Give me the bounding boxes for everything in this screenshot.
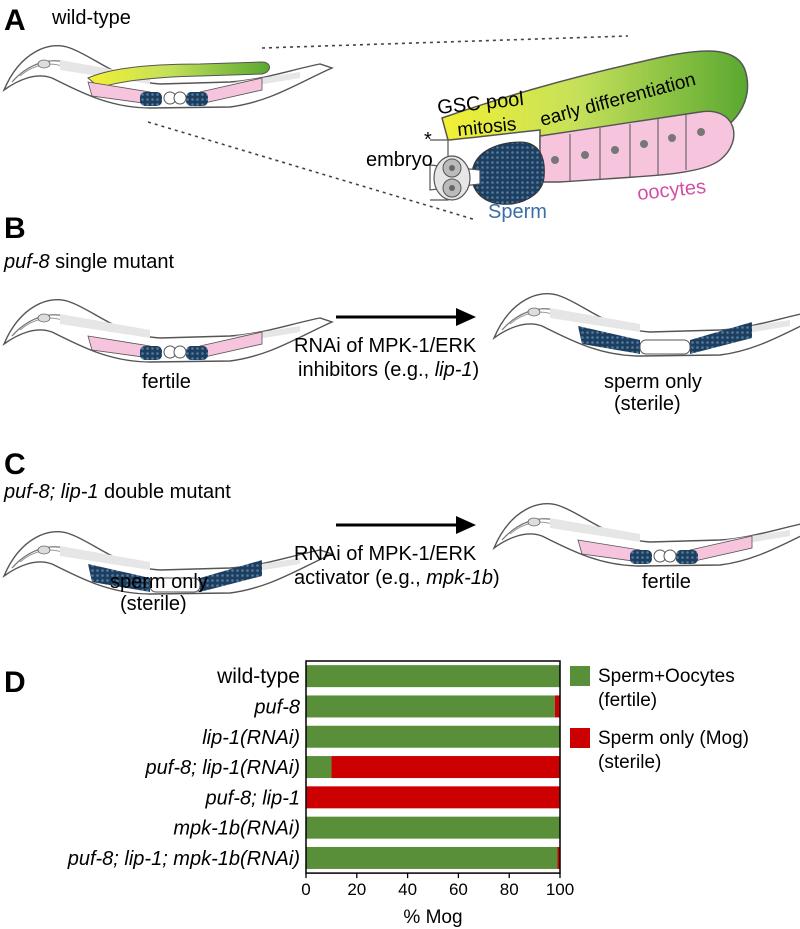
- panel-a-letter: A: [4, 4, 26, 37]
- legend-label: Sperm only (Mog): [598, 728, 749, 749]
- category-label: puf-8; lip-1; mpk-1b(RNAi): [67, 848, 300, 870]
- legend-swatch-fertile: [570, 666, 590, 686]
- asterisk-label: *: [424, 129, 432, 151]
- sperm-label: Sperm: [488, 201, 547, 223]
- bar-mog-6: [557, 846, 560, 869]
- legend-sublabel: (fertile): [598, 690, 657, 711]
- bar-fertile-3: [306, 756, 332, 779]
- x-tick-label: 60: [449, 880, 468, 899]
- legend: Sperm+Oocytes (fertile) Sperm only (Mog) (s…: [570, 666, 749, 773]
- worm-c-left: [3, 530, 333, 595]
- panel-b-right-caption-2: (sterile): [614, 393, 681, 415]
- oocytes-label: oocytes: [636, 176, 707, 205]
- x-tick-label: 0: [301, 880, 310, 899]
- legend-swatch-mog: [570, 728, 590, 748]
- panel-b-left-caption: fertile: [142, 371, 191, 393]
- panel-c-arrow-line1: RNAi of MPK-1/ERK: [294, 543, 477, 565]
- category-label: lip-1(RNAi): [202, 727, 300, 749]
- legend-sublabel: (sterile): [598, 752, 661, 773]
- panel-b-arrow-line2: inhibitors (e.g., lip-1): [298, 359, 479, 381]
- x-tick-label: 80: [500, 880, 519, 899]
- panel-b-right-caption-1: sperm only: [604, 371, 702, 393]
- panel-b-letter: B: [4, 212, 26, 245]
- x-axis-label: % Mog: [403, 907, 462, 928]
- bar-fertile-1: [306, 695, 555, 718]
- worm-a: [3, 44, 333, 109]
- panel-c-title: puf-8; lip-1 double mutant: [3, 481, 231, 503]
- zoom-line-bottom: [147, 121, 477, 221]
- bar-mog-3: [331, 756, 560, 779]
- zoom-line-top: [261, 35, 629, 49]
- category-label: puf-8: [253, 696, 300, 718]
- panel-b-arrow-line1: RNAi of MPK-1/ERK: [294, 335, 477, 357]
- panel-c-arrow-line2: activator (e.g., mpk-1b): [294, 567, 500, 589]
- category-label: puf-8; lip-1(RNAi): [145, 757, 300, 779]
- x-tick-label: 20: [347, 880, 366, 899]
- worm-c-right: [493, 502, 800, 567]
- worm-b-right: [493, 292, 800, 357]
- panel-b-title: puf-8 single mutant: [3, 251, 175, 273]
- panel-a-wild-type-label: wild-type: [51, 7, 131, 29]
- panel-d-letter: D: [4, 666, 26, 699]
- x-tick-label: 40: [398, 880, 417, 899]
- bar-fertile-0: [306, 665, 560, 688]
- worm-b-left: [3, 298, 333, 363]
- bar-fertile-5: [306, 816, 560, 839]
- panel-c-letter: C: [4, 448, 26, 481]
- panel-c-left-caption-1: sperm only: [110, 571, 208, 593]
- bar-fertile-6: [306, 846, 558, 869]
- bar-fertile-2: [306, 725, 560, 748]
- bar-mog-1: [554, 695, 560, 718]
- panel-c-left-caption-2: (sterile): [120, 593, 187, 615]
- bar-mog-4: [306, 786, 560, 809]
- mog-bar-chart: wild-type puf-8 lip-1(RNAi) puf-8; lip-1(RN…: [67, 660, 574, 899]
- x-tick-label: 100: [546, 880, 574, 899]
- gonad-enlarged: [429, 50, 749, 205]
- category-label: wild-type: [216, 665, 300, 688]
- embryo-label: embryo: [366, 149, 433, 171]
- legend-label: Sperm+Oocytes: [598, 666, 735, 687]
- category-label: mpk-1b(RNAi): [173, 818, 300, 840]
- panel-c-right-caption: fertile: [642, 571, 691, 593]
- category-label: puf-8; lip-1: [205, 787, 301, 809]
